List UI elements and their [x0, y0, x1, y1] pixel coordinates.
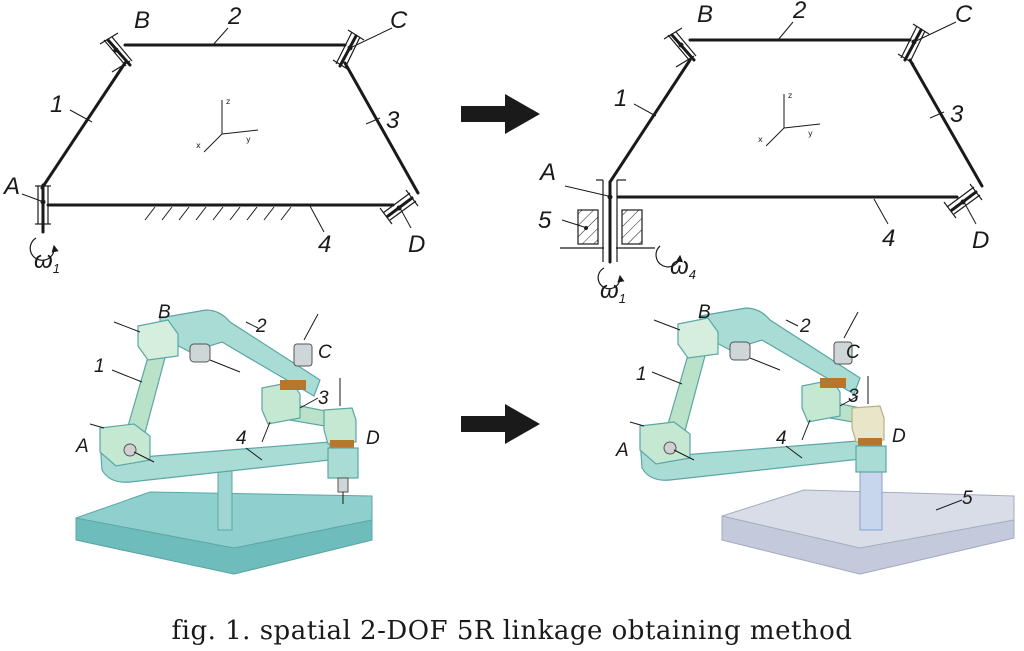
figure-caption: fig. 1. spatial 2-DOF 5R linkage obtaini… — [171, 616, 853, 646]
joint-B-symbol-r — [663, 27, 697, 68]
label-D-model-left: D — [366, 428, 380, 449]
figure-canvas: B 2 C 1 3 A 4 D ω1 z y x — [2, 0, 1015, 575]
link-1-line-r — [608, 58, 692, 184]
label-2-model-right: 2 — [799, 316, 811, 337]
axis-x-left: x — [196, 141, 201, 150]
joint-D-symbol-r — [943, 183, 983, 219]
label-C-model-right: C — [846, 342, 860, 363]
axis-z-left: z — [226, 97, 230, 106]
label-omega4-right: ω4 — [670, 253, 696, 282]
support-post-left — [217, 467, 233, 531]
label-1-model-right: 1 — [636, 364, 647, 385]
label-3-model-right: 3 — [848, 386, 859, 407]
label-3-model-left: 3 — [318, 388, 329, 409]
joint-A-symbol — [21, 183, 51, 234]
model-left — [75, 309, 373, 575]
label-C-left: C — [390, 7, 408, 34]
label-5-right: 5 — [538, 207, 552, 234]
model-right — [629, 307, 1015, 575]
label-5-model-right: 5 — [962, 488, 973, 509]
joint-D-symbol — [379, 189, 419, 225]
joint-B-symbol — [99, 32, 133, 73]
label-A-left: A — [2, 173, 20, 200]
label-2-right: 2 — [792, 0, 806, 24]
label-C-model-left: C — [318, 342, 332, 363]
label-3-right: 3 — [950, 101, 964, 128]
link-2-body-left — [159, 309, 321, 397]
axis-z-right: z — [788, 91, 792, 100]
label-D-left: D — [408, 231, 425, 258]
label-4-right: 4 — [882, 225, 895, 252]
link-3-line — [343, 61, 420, 195]
rotation-arrow-omega1 — [29, 237, 59, 261]
joint-C-symbol — [332, 29, 365, 71]
transform-arrow-top — [461, 94, 540, 134]
joint-C-symbol-r — [897, 23, 930, 65]
axis-x-right: x — [758, 135, 763, 144]
label-3-left: 3 — [386, 107, 400, 134]
schematic-left — [21, 27, 420, 261]
frame-5-symbol — [560, 209, 655, 249]
label-C-right: C — [955, 1, 973, 28]
rotation-arrow-omega1-r — [597, 267, 625, 290]
axes-triad-left — [203, 100, 259, 153]
link-3-line-r — [908, 58, 984, 188]
link-1-line — [40, 61, 127, 190]
label-D-model-right: D — [892, 426, 906, 447]
label-4-model-right: 4 — [776, 428, 787, 449]
label-1-left: 1 — [50, 91, 63, 118]
label-A-model-left: A — [75, 436, 89, 457]
label-B-right: B — [697, 1, 713, 28]
schematic-right — [560, 21, 984, 290]
axis-y-left: y — [246, 135, 251, 144]
axis-y-right: y — [808, 129, 813, 138]
label-B-model-left: B — [158, 302, 171, 323]
support-post-right — [859, 469, 883, 531]
label-4-left: 4 — [318, 231, 331, 258]
label-1-model-left: 1 — [94, 356, 105, 377]
label-A-right: A — [538, 159, 556, 186]
label-1-right: 1 — [614, 85, 627, 112]
axes-triad-right — [765, 94, 821, 147]
link-2-body-right — [699, 307, 861, 395]
label-B-left: B — [134, 7, 150, 34]
label-A-model-right: A — [615, 440, 629, 461]
ground-hatching — [144, 206, 292, 221]
label-omega1-right: ω1 — [600, 277, 626, 306]
label-B-model-right: B — [698, 302, 711, 323]
rotation-arrow-omega4 — [655, 245, 684, 268]
label-omega1-left: ω1 — [34, 247, 60, 276]
transform-arrow-bottom — [461, 404, 540, 444]
label-4-model-left: 4 — [236, 428, 247, 449]
label-2-model-left: 2 — [255, 316, 267, 337]
label-2-left: 2 — [227, 3, 241, 30]
label-D-right: D — [972, 227, 989, 254]
